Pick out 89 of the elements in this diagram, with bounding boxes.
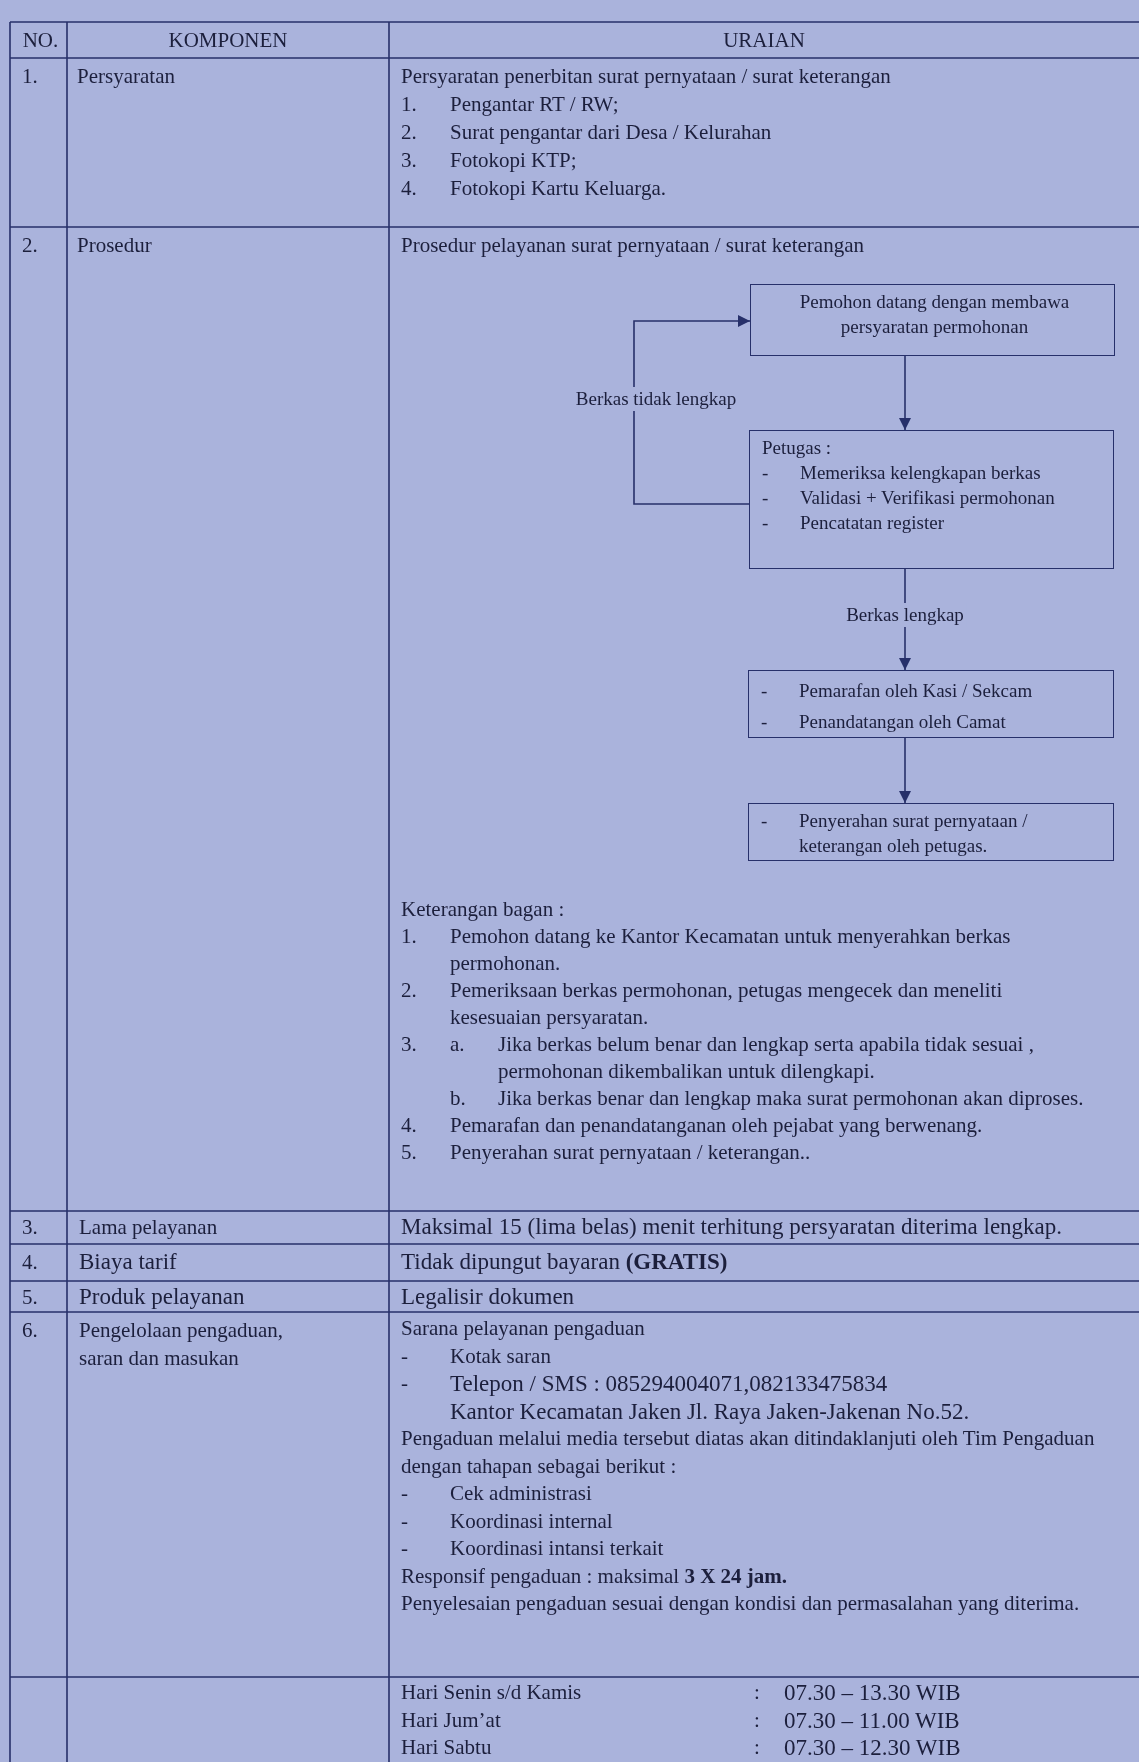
box-text: Pemohon datang dengan membawa persyaratan permohonan [798, 290, 1071, 339]
bullet-dash: - [762, 511, 770, 535]
description-text: Maksimal 15 (lima belas) menit terhitung persyaratan diterima lengkap. [401, 1213, 1064, 1241]
contact-text: Telepon / SMS : 085294004071,082133475834 [450, 1370, 889, 1398]
row-number: 1. [22, 63, 39, 90]
component-name: Prosedur [77, 232, 153, 259]
box-item: Pencatatan register [800, 511, 945, 535]
component-name: Pengelolaan pengaduan, saran dan masukan [79, 1317, 285, 1372]
list-item: Koordinasi intansi terkait [450, 1535, 665, 1562]
process-box [748, 803, 1114, 861]
list-letter: a. [450, 1031, 466, 1058]
list-number: 3. [401, 147, 418, 174]
list-item: Koordinasi internal [450, 1507, 614, 1535]
list-dash: - [401, 1535, 409, 1562]
bullet-dash: - [761, 679, 769, 703]
list-item: Pemarafan dan penandatanganan oleh pejabat yang berwenang. [450, 1112, 984, 1139]
return-arrow [633, 315, 751, 505]
colon-separator: : [754, 1734, 761, 1761]
address-text: Kantor Kecamatan Jaken Jl. Raya Jaken-Jakenan No.52. [450, 1397, 971, 1425]
list-item: Fotokopi KTP; [450, 147, 578, 174]
description-text: Prosedur pelayanan surat pernyataan / surat keterangan [401, 232, 865, 259]
description-text: Tidak dipungut bayaran (GRATIS) [401, 1248, 729, 1276]
process-box [748, 670, 1114, 738]
bullet-dash: - [762, 486, 770, 510]
row-number: 6. [22, 1317, 39, 1344]
box-item: Pemarafan oleh Kasi / Sekcam [799, 679, 1034, 703]
component-name: Persyaratan [77, 63, 176, 90]
component-name: Produk pelayanan [79, 1283, 246, 1311]
list-item: Fotokopi Kartu Keluarga. [450, 175, 667, 202]
list-number: 4. [401, 1112, 418, 1139]
description-text: Persyaratan penerbitan surat pernyataan / surat keterangan [401, 63, 892, 90]
box-item: Penandatangan oleh Camat [799, 710, 1007, 734]
colon-separator: : [754, 1706, 761, 1734]
process-box [750, 284, 1115, 356]
list-number: 4. [401, 175, 418, 202]
edge-label: Berkas lengkap [844, 603, 966, 627]
list-number: 5. [401, 1139, 418, 1166]
list-item: Surat pengantar dari Desa / Kelurahan [450, 119, 773, 146]
description-text: Penyelesaian pengaduan sesuai dengan kondisi dan permasalahan yang diterima. [401, 1590, 1081, 1617]
time-range: 07.30 – 13.30 WIB [784, 1679, 962, 1707]
list-dash: - [401, 1370, 409, 1397]
column-header: NO. [21, 27, 60, 54]
description-text: Legalisir dokumen [401, 1283, 576, 1311]
box-item: Penyerahan surat pernyataan / keterangan oleh petugas. [799, 809, 1029, 858]
note-heading: Keterangan bagan : [401, 896, 566, 923]
row-number: 2. [22, 232, 39, 259]
row-number: 5. [22, 1284, 39, 1311]
bullet-dash: - [762, 461, 770, 485]
list-item: Penyerahan surat pernyataan / keterangan.. [450, 1139, 812, 1166]
list-item: Pemeriksaan berkas permohonan, petugas mengecek dan meneliti kesesuaian persyaratan. [450, 977, 1004, 1031]
component-name: Biaya tarif [79, 1248, 178, 1276]
edge-label: Berkas tidak lengkap [573, 387, 739, 411]
list-number: 2. [401, 977, 418, 1004]
arrow [899, 737, 911, 804]
box-item: Validasi + Verifikasi permohonan [800, 486, 1056, 510]
column-header: URAIAN [722, 27, 806, 54]
list-dash: - [401, 1507, 409, 1535]
day-name: Hari Jum’at [401, 1706, 502, 1734]
list-number: 1. [401, 923, 418, 950]
bullet-dash: - [761, 710, 769, 734]
list-dash: - [401, 1342, 409, 1370]
list-letter: b. [450, 1085, 467, 1112]
description-text: Pengaduan melalui media tersebut diatas akan ditindaklanjuti oleh Tim Pengaduan dengan tahapan sebagai berikut : [401, 1425, 1096, 1480]
list-item: Kotak saran [450, 1342, 552, 1370]
time-range: 07.30 – 12.30 WIB [784, 1734, 962, 1762]
description-text: Responsif pengaduan : maksimal 3 X 24 jam. [401, 1562, 789, 1590]
bullet-dash: - [761, 809, 769, 833]
colon-separator: : [754, 1679, 761, 1706]
list-item: Pemohon datang ke Kantor Kecamatan untuk menyerahkan berkas permohonan. [450, 923, 1012, 977]
row-number: 4. [22, 1249, 39, 1276]
box-heading: Petugas : [762, 436, 833, 460]
row-number: 3. [22, 1214, 39, 1241]
day-name: Hari Sabtu [401, 1734, 493, 1761]
process-box [749, 430, 1114, 569]
list-dash: - [401, 1480, 409, 1507]
description-text: Sarana pelayanan pengaduan [401, 1315, 646, 1342]
box-item: Memeriksa kelengkapan berkas [800, 461, 1042, 485]
list-item: Cek administrasi [450, 1480, 593, 1507]
list-number: 1. [401, 91, 418, 118]
column-header: KOMPONEN [167, 27, 289, 54]
day-name: Hari Senin s/d Kamis [401, 1679, 583, 1706]
list-item: Jika berkas benar dan lengkap maka surat permohonan akan diproses. [498, 1085, 1085, 1112]
list-item: Pengantar RT / RW; [450, 91, 620, 118]
arrow [899, 355, 911, 431]
list-number: 2. [401, 119, 418, 146]
component-name: Lama pelayanan [79, 1214, 219, 1241]
list-item: Jika berkas belum benar dan lengkap serta apabila tidak sesuai , permohonan dikembalikan untuk dilengkapi. [498, 1031, 1035, 1085]
time-range: 07.30 – 11.00 WIB [784, 1706, 961, 1734]
list-number: 3. [401, 1031, 418, 1058]
